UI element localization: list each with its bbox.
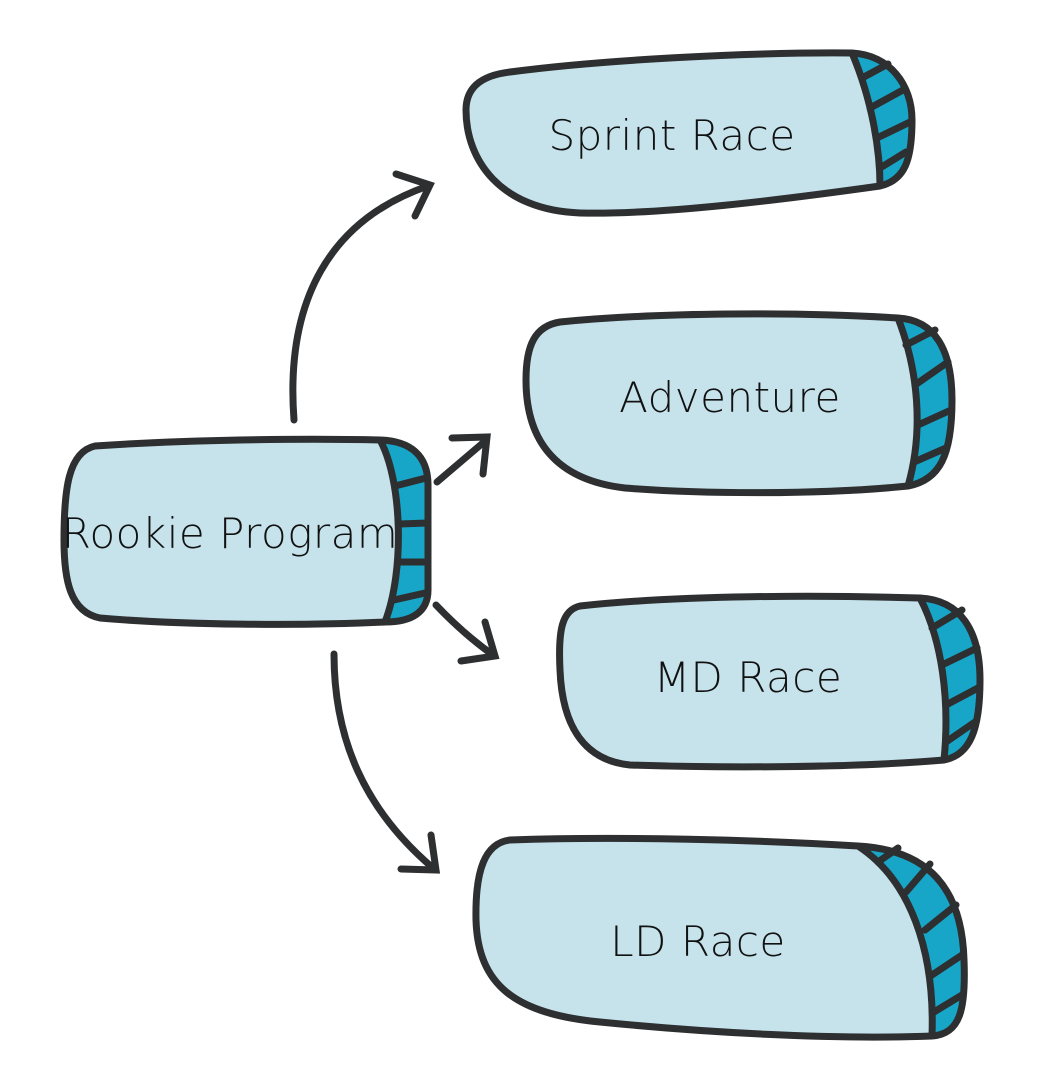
arrow-line xyxy=(330,650,437,872)
arrow-line xyxy=(433,438,488,486)
node-body xyxy=(64,439,400,625)
node-accent-dividers xyxy=(928,606,982,746)
node-body xyxy=(559,596,946,767)
node-accent-dividers xyxy=(390,474,432,604)
node-accent-dividers xyxy=(874,844,966,1016)
node-accent-dividers xyxy=(858,60,914,172)
arrow-head-icon xyxy=(457,618,500,665)
arrow-line xyxy=(432,601,497,659)
node-outline xyxy=(462,49,916,217)
node-label: Sprint Race xyxy=(548,111,795,160)
arrow-line xyxy=(289,182,432,424)
node-body xyxy=(475,838,933,1038)
node-label: MD Race xyxy=(654,653,842,702)
edge-rookie-to-md xyxy=(432,601,500,665)
arrow-head-icon xyxy=(397,831,441,874)
edge-rookie-to-ld xyxy=(330,650,441,874)
node-outline xyxy=(60,435,432,628)
node-outline xyxy=(522,310,956,497)
node-outline xyxy=(472,834,968,1041)
node-outline xyxy=(556,592,984,771)
node-label: LD Race xyxy=(610,917,786,966)
edge-rookie-to-sprint xyxy=(289,170,435,424)
arrow-head-icon xyxy=(448,433,491,478)
node-accent-stripe xyxy=(380,440,428,622)
node-sprint-race[interactable]: Sprint Race xyxy=(462,49,916,217)
edge-rookie-to-adventure xyxy=(433,433,491,486)
node-body xyxy=(466,52,880,214)
node-accent-stripe xyxy=(858,846,965,1036)
node-md-race[interactable]: MD Race xyxy=(556,592,984,771)
node-accent-stripe xyxy=(920,598,980,760)
node-label: Adventure xyxy=(619,373,841,422)
node-rookie-program[interactable]: Rookie Program xyxy=(60,435,432,628)
node-adventure[interactable]: Adventure xyxy=(522,310,956,497)
node-label: Rookie Program xyxy=(62,509,399,558)
node-body xyxy=(526,313,918,493)
node-accent-dividers xyxy=(902,326,955,466)
node-ld-race[interactable]: LD Race xyxy=(472,834,968,1041)
arrow-head-icon xyxy=(392,170,435,220)
